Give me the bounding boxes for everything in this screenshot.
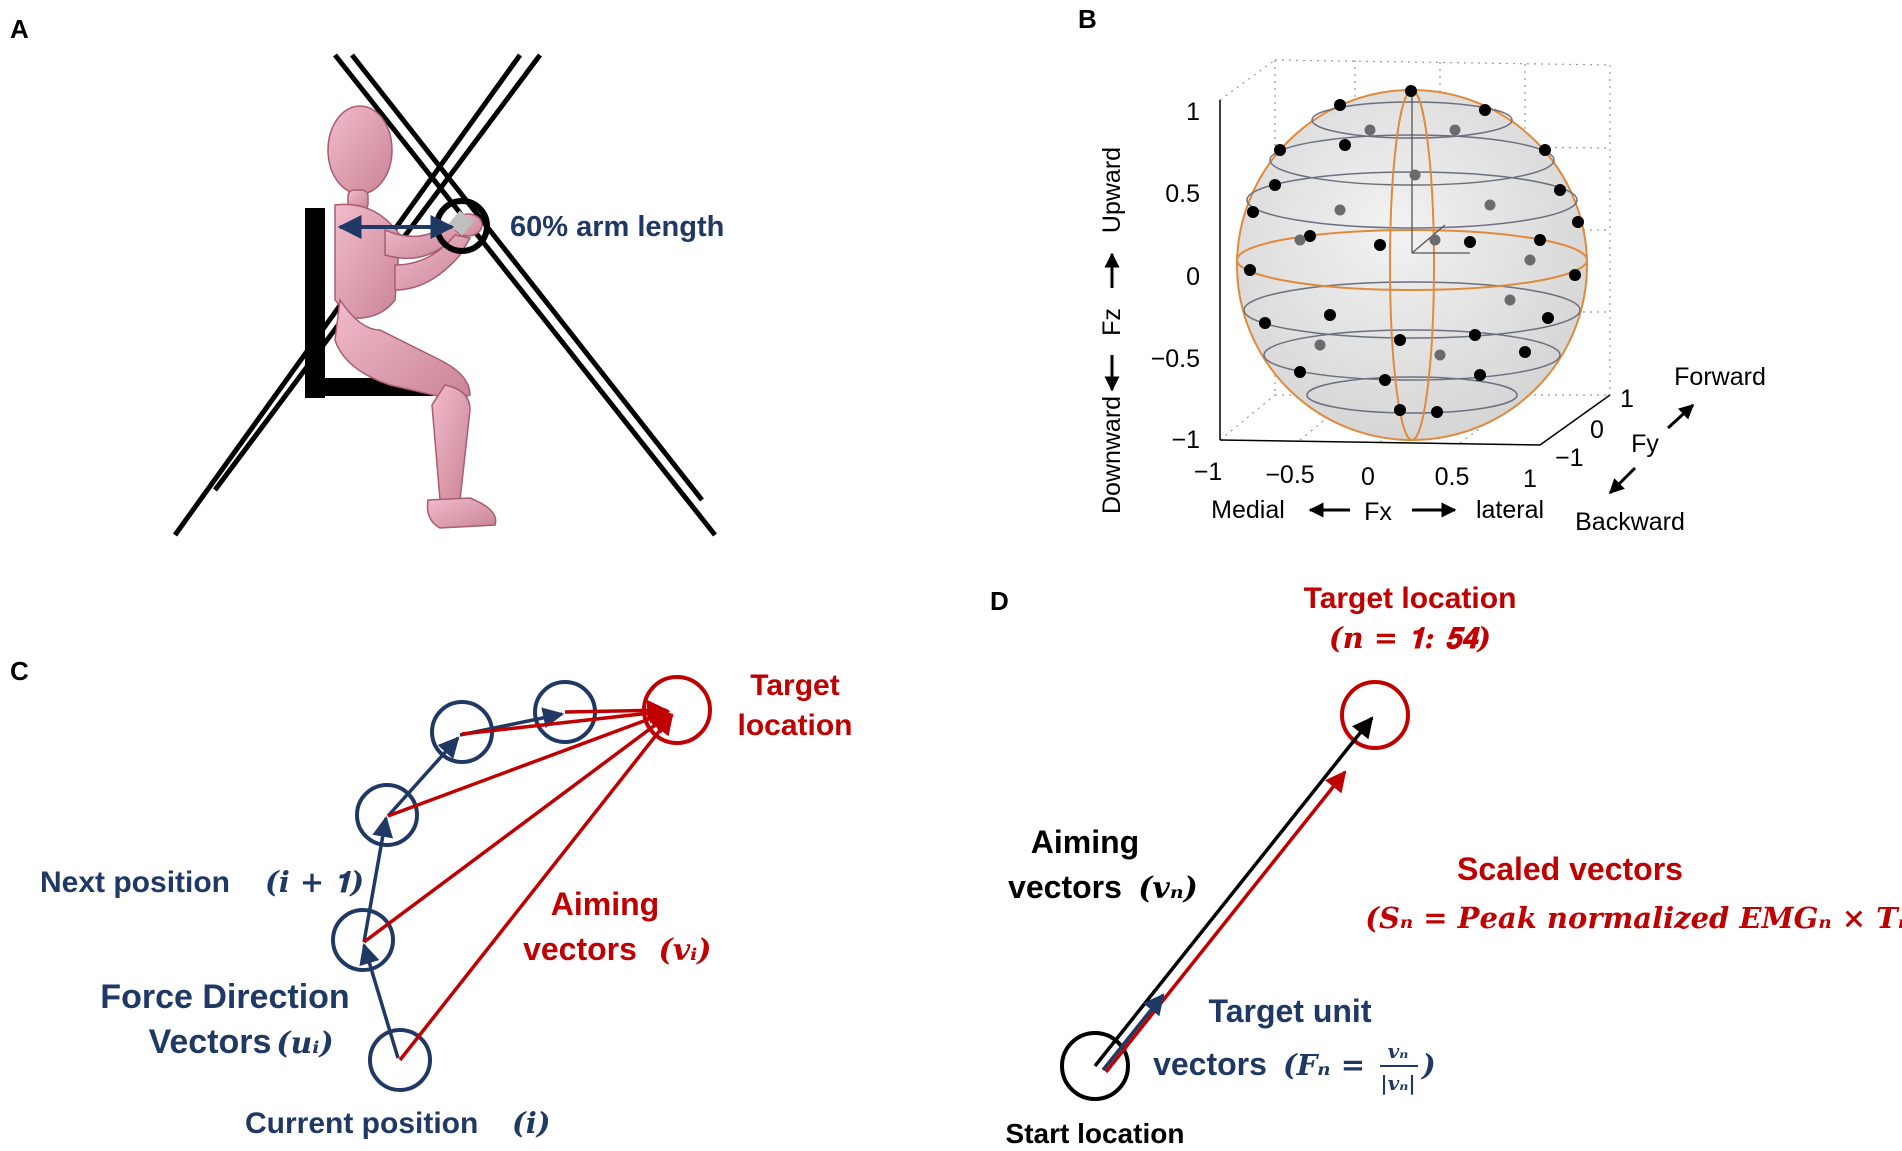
d-unit-vector bbox=[1101, 993, 1165, 1072]
panel-c: C Target location Nex bbox=[10, 656, 853, 1140]
z-axis-label-group: Downward Fz Upward bbox=[1098, 147, 1126, 514]
c-force-line2: Vectors (𝒖ᵢ) bbox=[149, 1023, 334, 1061]
svg-text:1: 1 bbox=[1186, 98, 1200, 126]
svg-text:(𝒊): (𝒊) bbox=[512, 1106, 550, 1140]
svg-text:−0.5: −0.5 bbox=[1265, 461, 1314, 489]
panel-b: B bbox=[1078, 4, 1766, 536]
svg-text:(𝑭ₙ =: (𝑭ₙ = bbox=[1283, 1048, 1365, 1082]
panel-d-letter: D bbox=[990, 586, 1009, 616]
handle-grip bbox=[448, 210, 474, 236]
target-dots bbox=[1244, 85, 1584, 418]
svg-text:0: 0 bbox=[1590, 416, 1604, 444]
d-target-circle bbox=[1340, 680, 1410, 750]
z-ticks: 1 0.5 0 −0.5 −1 bbox=[1151, 98, 1200, 454]
d-unit-line1: Target unit bbox=[1209, 993, 1372, 1029]
axis-lines bbox=[1219, 100, 1611, 446]
d-start-circle bbox=[1060, 1031, 1130, 1101]
svg-text:vectors: vectors bbox=[1008, 869, 1122, 905]
svg-text:|𝒗ₙ|: |𝒗ₙ| bbox=[1380, 1071, 1415, 1095]
svg-text:(𝒖ᵢ): (𝒖ᵢ) bbox=[276, 1026, 333, 1061]
svg-text:Vectors: Vectors bbox=[149, 1023, 272, 1061]
svg-text:0.5: 0.5 bbox=[1435, 463, 1470, 491]
d-scaled-formula: (𝑺ₙ = 𝑷𝒆𝒂𝒌 𝒏𝒐𝒓𝒎𝒂𝒍𝒊𝒛𝒆𝒅 𝑬𝑴𝑮ₙ × 𝑻ₙ) bbox=[1365, 901, 1902, 935]
panel-b-letter: B bbox=[1078, 4, 1097, 34]
x-axis-label-group: Medial Fx lateral bbox=[1211, 496, 1544, 526]
svg-text:0: 0 bbox=[1186, 263, 1200, 291]
d-target-label: Target location bbox=[1304, 582, 1517, 615]
d-unit-line2: vectors (𝑭ₙ = 𝒗ₙ |𝒗ₙ| ) bbox=[1153, 1039, 1436, 1095]
svg-text:−1: −1 bbox=[1194, 458, 1223, 486]
y-front-label: Forward bbox=[1674, 363, 1766, 391]
svg-text:vectors: vectors bbox=[1153, 1046, 1267, 1082]
sphere bbox=[1236, 89, 1588, 441]
svg-text:−1: −1 bbox=[1555, 444, 1584, 472]
d-target-range: (𝒏 = 𝟏: 𝟓𝟒) bbox=[1329, 621, 1491, 655]
d-scaled-vector bbox=[1104, 770, 1347, 1074]
seated-figure bbox=[327, 105, 497, 529]
svg-text:vectors: vectors bbox=[523, 931, 637, 967]
z-up-label: Upward bbox=[1098, 147, 1126, 233]
c-next-position: Next position (𝒊 + 𝟏) bbox=[40, 865, 364, 899]
x-right-label: lateral bbox=[1476, 496, 1544, 524]
panel-c-letter: C bbox=[10, 656, 29, 686]
c-aiming-line1: Aiming bbox=[551, 886, 659, 922]
d-start-label: Start location bbox=[1006, 1118, 1185, 1149]
x-ticks: −1 −0.5 0 0.5 1 bbox=[1194, 458, 1537, 493]
d-scaled-label: Scaled vectors bbox=[1457, 851, 1683, 887]
aiming-vectors bbox=[362, 699, 674, 1062]
svg-text:−0.5: −0.5 bbox=[1151, 345, 1200, 373]
c-aiming-line2: vectors (𝒗ᵢ) bbox=[523, 931, 711, 968]
z-axis-label: Fz bbox=[1098, 308, 1126, 336]
x-axis-label: Fx bbox=[1364, 498, 1392, 526]
c-current-position: Current position (𝒊) bbox=[245, 1106, 550, 1140]
svg-text:0.5: 0.5 bbox=[1165, 180, 1200, 208]
panel-a-letter: A bbox=[10, 14, 29, 44]
y-back-label: Backward bbox=[1575, 508, 1685, 536]
svg-text:0: 0 bbox=[1361, 463, 1375, 491]
d-aiming-line1: Aiming bbox=[1031, 824, 1139, 860]
c-target-label-1: Target bbox=[750, 669, 839, 702]
panel-a: A 60% arm length bbox=[10, 14, 724, 537]
svg-text:(𝒗ᵢ): (𝒗ᵢ) bbox=[659, 933, 712, 968]
svg-text:(𝒗ₙ): (𝒗ₙ) bbox=[1138, 871, 1198, 906]
arm-length-label: 60% arm length bbox=[510, 211, 724, 243]
y-ticks: 1 0 −1 bbox=[1555, 385, 1634, 472]
x-left-label: Medial bbox=[1211, 496, 1285, 524]
d-aiming-line2: vectors (𝒗ₙ) bbox=[1008, 869, 1198, 906]
svg-text:−1: −1 bbox=[1171, 426, 1200, 454]
svg-text:Current position: Current position bbox=[245, 1107, 478, 1140]
svg-text:(𝒊 + 𝟏): (𝒊 + 𝟏) bbox=[265, 865, 364, 899]
c-target-label-2: location bbox=[737, 709, 852, 742]
svg-text:𝒗ₙ: 𝒗ₙ bbox=[1388, 1039, 1409, 1063]
y-axis-label-group: Forward Fy Backward bbox=[1575, 363, 1766, 536]
svg-text:1: 1 bbox=[1523, 465, 1537, 493]
panel-d: D Target location (𝒏 = 𝟏: 𝟓𝟒) Aiming vec… bbox=[990, 582, 1902, 1149]
force-direction-vectors bbox=[359, 707, 565, 1059]
svg-text:Next position: Next position bbox=[40, 866, 230, 899]
svg-text:): ) bbox=[1420, 1048, 1436, 1082]
c-force-line1: Force Direction bbox=[100, 978, 349, 1016]
z-down-label: Downward bbox=[1098, 396, 1126, 514]
y-axis-label: Fy bbox=[1631, 430, 1659, 458]
svg-text:1: 1 bbox=[1620, 385, 1634, 413]
